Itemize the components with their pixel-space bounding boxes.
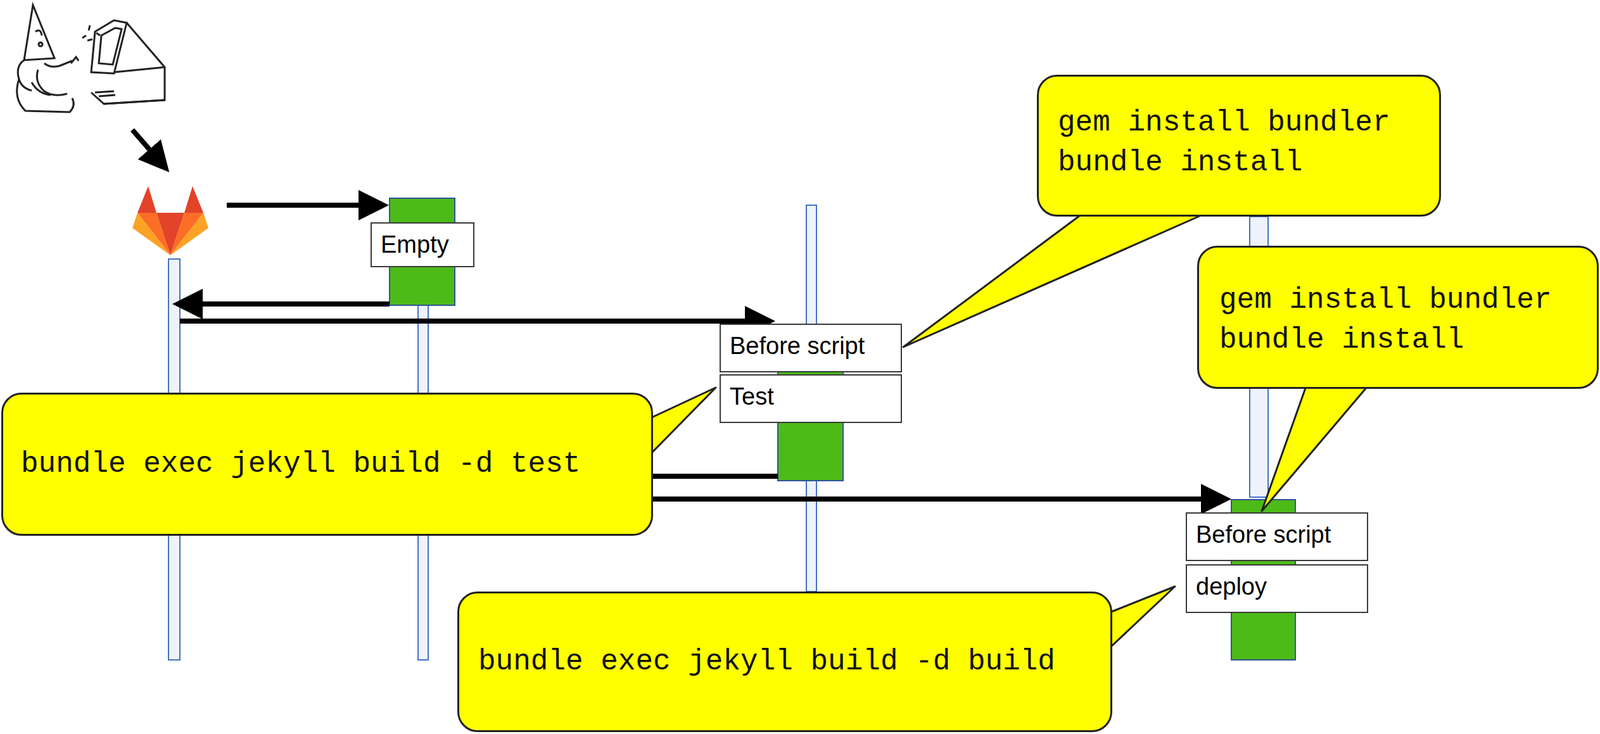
code-text: gem install bundler bundle install [1057,103,1399,183]
label-text: Before script [1195,521,1359,549]
code-text: gem install bundler bundle install [1219,280,1561,360]
code-text: bundle exec jekyll build -d build [478,642,1056,683]
code-callout: bundle exec jekyll build -d test [1,392,654,536]
code-callout: gem install bundler bundle install [1197,245,1599,389]
label-text: Before script [729,332,892,360]
wizard-illustration [17,5,165,113]
label-text: deploy [1195,573,1359,601]
label-text: Test [729,383,892,411]
code-callout: gem install bundler bundle install [1036,74,1442,217]
stage-label: Empty [370,222,475,268]
gitlab-logo [132,186,209,256]
stage-label: deploy [1185,564,1369,614]
code-callout: bundle exec jekyll build -d build [457,591,1113,733]
label-text: Empty [380,231,465,259]
stage-label: Before script [719,323,902,373]
stage-label: Before script [1185,512,1369,562]
stage-label: Test [719,374,902,424]
arrow [132,129,166,169]
code-text: bundle exec jekyll build -d test [20,444,581,485]
